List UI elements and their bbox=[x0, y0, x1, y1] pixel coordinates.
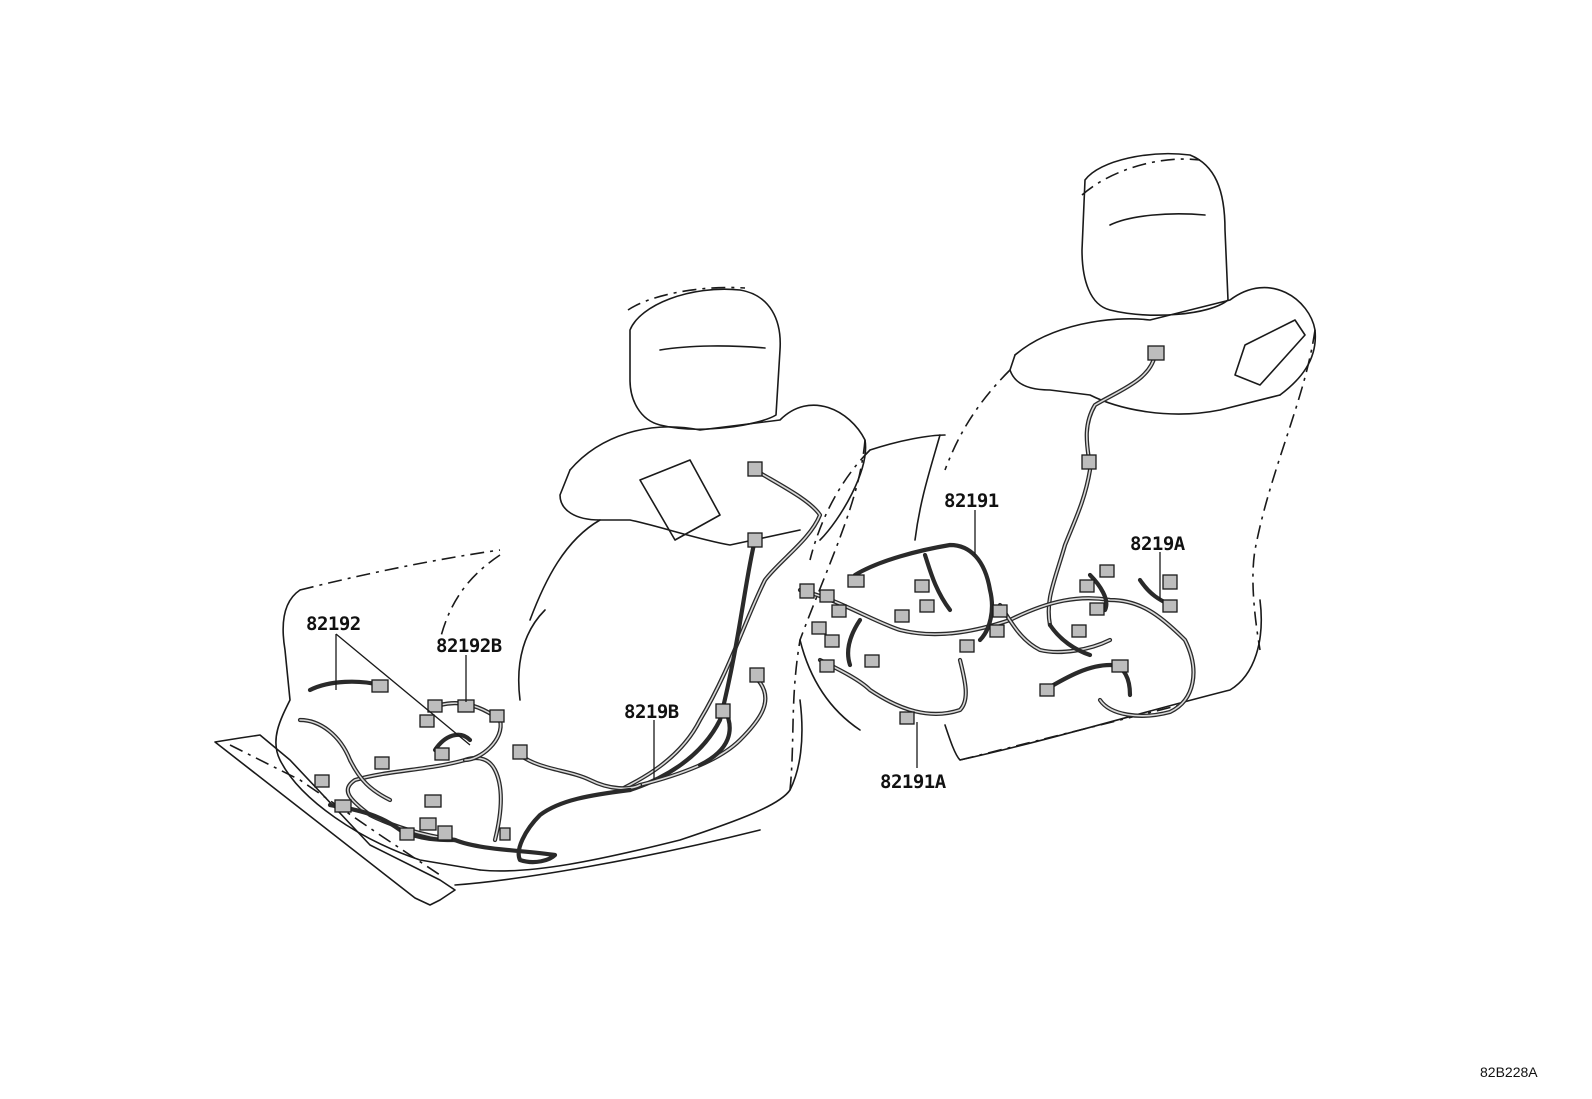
callout-8219B[interactable]: 8219B bbox=[624, 701, 679, 723]
left-seat-harness bbox=[297, 467, 823, 865]
right-seat-harness bbox=[797, 352, 1196, 718]
left-connectors bbox=[314, 461, 765, 841]
leader-lines bbox=[335, 510, 1161, 780]
callout-8219A[interactable]: 8219A bbox=[1130, 533, 1186, 555]
callout-82192B[interactable]: 82192B bbox=[436, 635, 502, 657]
right-connectors bbox=[799, 345, 1178, 725]
reference-code: 82B228A bbox=[1480, 1064, 1538, 1080]
callout-82191[interactable]: 82191 bbox=[944, 490, 999, 512]
right-seat bbox=[799, 152, 1317, 761]
callout-labels: 82192 82192B 8219B 82191 8219A 82191A bbox=[306, 490, 1186, 793]
callout-82191A[interactable]: 82191A bbox=[880, 771, 947, 793]
callout-82192[interactable]: 82192 bbox=[306, 613, 361, 635]
